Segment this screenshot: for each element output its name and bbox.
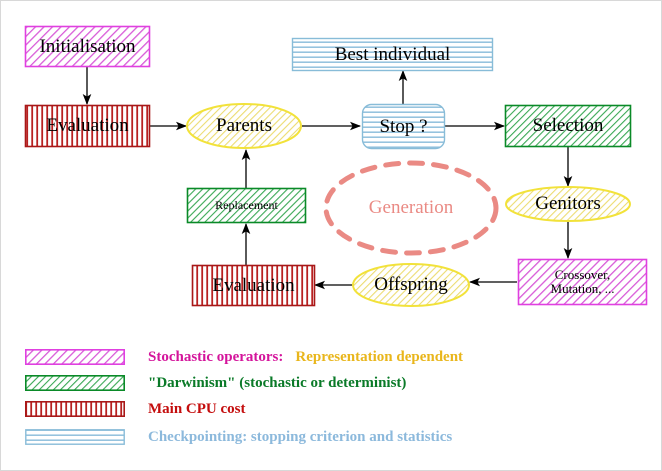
node-evaluation-bottom[interactable] bbox=[191, 264, 316, 307]
node-crossover-mutation[interactable] bbox=[517, 258, 648, 306]
node-evaluation-top[interactable] bbox=[24, 104, 151, 148]
legend-row-checkpointing: Checkpointing: stopping criterion and st… bbox=[25, 427, 452, 447]
legend-row-stochastic-operators: Stochastic operators: Representation depe… bbox=[25, 347, 463, 367]
legend-swatch-red-vertical-icon bbox=[25, 401, 125, 417]
node-stop[interactable] bbox=[361, 103, 446, 150]
legend-text-representation: Representation dependent bbox=[295, 348, 464, 365]
legend-text-stochastic: Stochastic operators: bbox=[148, 348, 284, 365]
legend-label-checkpointing: Checkpointing: stopping criterion and st… bbox=[148, 428, 453, 445]
legend-row-main-cpu-cost: Main CPU cost bbox=[25, 399, 246, 419]
legend-label-main-cpu-cost: Main CPU cost bbox=[148, 400, 246, 417]
legend-label-stochastic-operators: Stochastic operators: Representation depe… bbox=[148, 349, 463, 366]
legend-swatch-green-diagonal-icon bbox=[25, 375, 125, 391]
legend-row-darwinism: "Darwinism" (stochastic or determinist) bbox=[25, 373, 406, 393]
node-best-individual[interactable] bbox=[291, 37, 494, 72]
node-selection[interactable] bbox=[504, 104, 632, 148]
node-generation-boundary bbox=[323, 160, 499, 256]
node-genitors[interactable] bbox=[505, 186, 631, 222]
node-initialisation[interactable] bbox=[24, 25, 151, 68]
node-replacement[interactable] bbox=[186, 187, 307, 224]
legend-swatch-magenta-diagonal-icon bbox=[25, 349, 125, 365]
node-parents[interactable] bbox=[186, 103, 302, 149]
node-offspring[interactable] bbox=[352, 263, 470, 307]
legend-swatch-blue-horizontal-icon bbox=[25, 429, 125, 445]
legend-label-darwinism: "Darwinism" (stochastic or determinist) bbox=[148, 374, 407, 391]
